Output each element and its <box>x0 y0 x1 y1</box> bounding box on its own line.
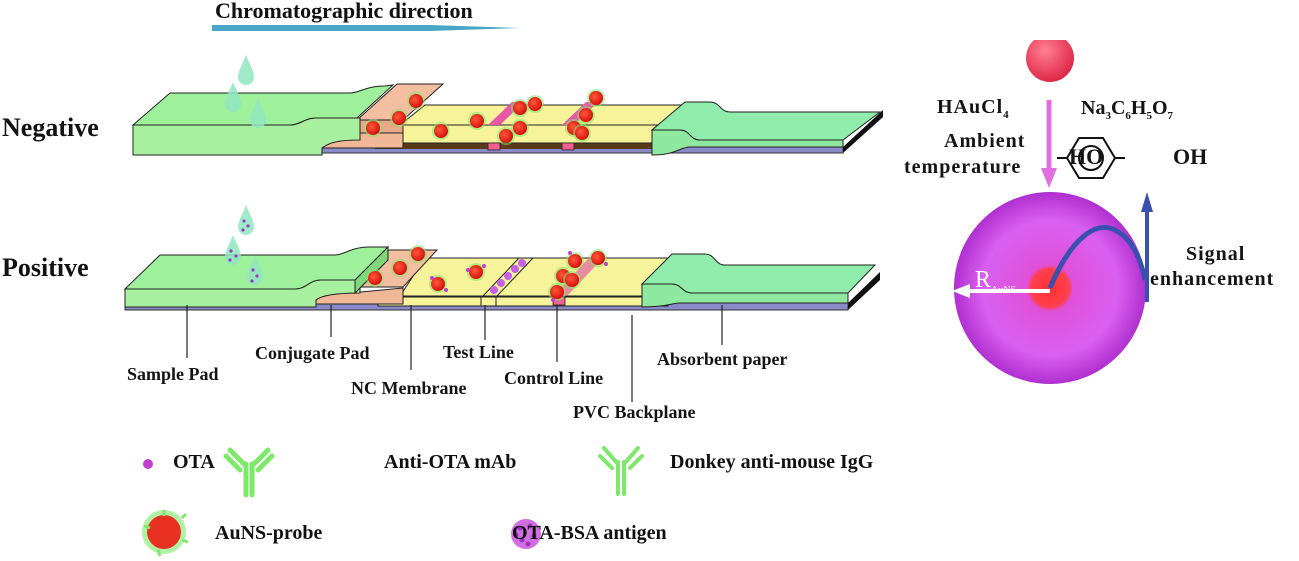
label-pvc-backplane: PVC Backplane <box>573 402 696 422</box>
hydroquinone-structure <box>1057 137 1125 179</box>
label-control-line: Control Line <box>504 368 604 388</box>
strips-diagram <box>123 55 883 402</box>
seed-icon <box>1026 40 1074 82</box>
signal-line-1: Signal <box>1186 243 1246 265</box>
ota-bsa-antigen-icon <box>511 519 541 549</box>
legend-ota: OTA <box>173 451 215 473</box>
label-test-line: Test Line <box>443 342 514 362</box>
formula-part: Na <box>1081 97 1106 119</box>
formula-sub: 3 <box>1105 110 1111 122</box>
reagent-name: HAuCl <box>937 96 1004 118</box>
negative-nc-membrane <box>398 104 692 126</box>
ota-dot-icon <box>143 459 153 469</box>
negative-label: Negative <box>2 113 99 142</box>
signal-arrow-icon <box>1141 192 1153 212</box>
negative-strip <box>131 55 883 156</box>
legend-anti-ota: Anti-OTA mAb <box>384 451 517 473</box>
positive-absorbent-paper <box>640 253 877 294</box>
negative-absorbent-paper <box>650 101 882 141</box>
formula-sub: 5 <box>1146 110 1152 122</box>
formula-sub: 6 <box>1125 110 1131 122</box>
radius-arrow-icon <box>952 284 970 298</box>
reagent-hauCl4: HAuCl4 <box>937 96 1010 121</box>
radius-label: RAuNS <box>975 267 1016 296</box>
legend-donkey-igg: Donkey anti-mouse IgG <box>670 451 874 473</box>
label-sample-pad: Sample Pad <box>127 364 219 384</box>
reductant-formula: Na3C6H5O7 <box>1081 97 1173 122</box>
radius-symbol: R <box>975 267 992 293</box>
label-nc-membrane: NC Membrane <box>351 378 467 398</box>
positive-nc-membrane <box>377 296 669 307</box>
radius-subscript: AuNS <box>991 284 1017 296</box>
hydroquinone-right: OH <box>1173 144 1208 169</box>
direction-title: Chromatographic direction <box>215 0 473 23</box>
direction-arrow-icon <box>212 25 520 31</box>
label-conjugate-pad: Conjugate Pad <box>255 343 370 363</box>
auns-probe-icon <box>142 510 189 557</box>
positive-strip <box>123 205 880 311</box>
negative-test-line <box>487 142 501 151</box>
signal-line-2: enhancement <box>1150 268 1275 290</box>
growth-curve <box>1047 225 1148 289</box>
legend-auns-probe: AuNS-probe <box>215 522 323 544</box>
formula-part: O <box>1151 97 1168 119</box>
reagent-subscript: 4 <box>1003 109 1010 121</box>
positive-label: Positive <box>2 253 89 282</box>
hydroquinone-left: HO <box>1069 144 1104 169</box>
anti-ota-antibody-icon <box>223 447 275 498</box>
growth-diagram <box>952 40 1153 384</box>
formula-sub: 7 <box>1167 110 1174 122</box>
condition-line-1: Ambient <box>944 130 1026 152</box>
donkey-igg-antibody-icon <box>598 446 644 496</box>
negative-control-line <box>561 142 575 151</box>
formula-part: C <box>1110 97 1126 119</box>
label-absorbent-paper: Absorbent paper <box>657 349 788 369</box>
seed-label: seed <box>964 52 996 71</box>
negative-sample-pad <box>131 84 395 126</box>
condition-line-2: temperature <box>904 156 1022 178</box>
legend-icons <box>142 446 644 557</box>
legend-ota-bsa: OTA-BSA antigen <box>512 522 667 544</box>
formula-part: H <box>1130 97 1147 119</box>
